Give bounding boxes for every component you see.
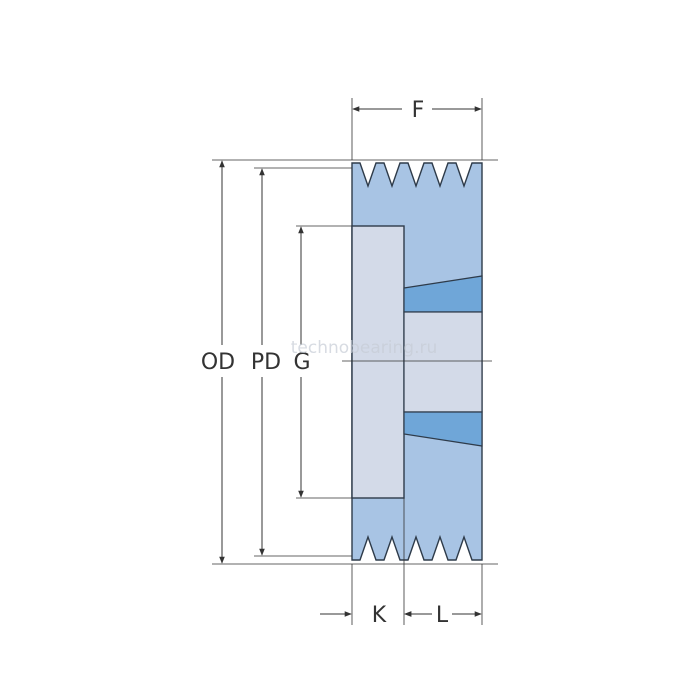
label-k: K [372, 603, 387, 628]
lower-taper-section [403, 411, 483, 447]
taper-bush [351, 225, 405, 499]
label-pd: PD [251, 350, 281, 375]
bore [403, 311, 483, 413]
label-f: F [412, 98, 425, 123]
label-l: L [436, 603, 449, 628]
label-od: OD [201, 350, 235, 375]
label-g: G [293, 350, 310, 375]
watermark: technobearing.ru [291, 338, 438, 358]
